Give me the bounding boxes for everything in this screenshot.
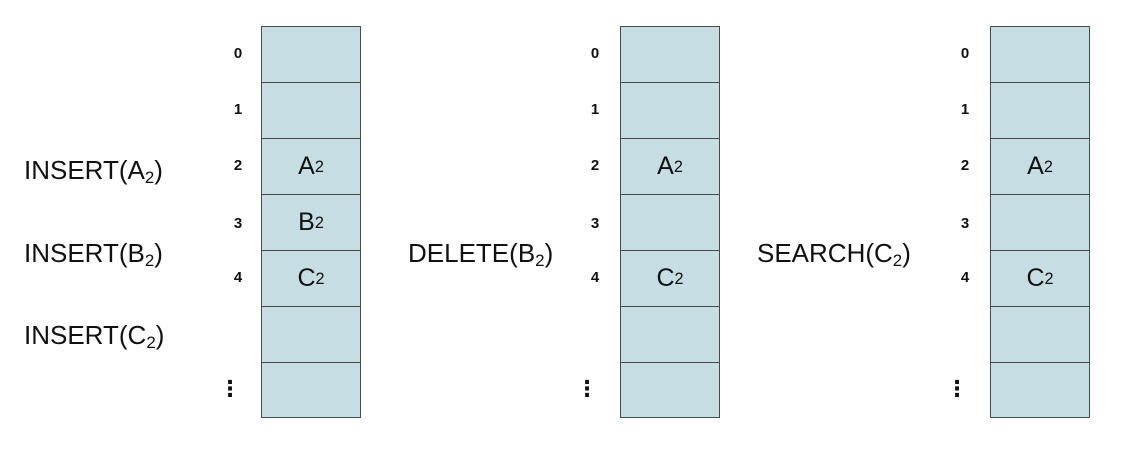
table-cell (991, 307, 1089, 363)
table-cell (991, 83, 1089, 139)
table-cell (621, 195, 719, 251)
table-cell (621, 307, 719, 363)
table-cell (262, 363, 360, 419)
table-cell (262, 83, 360, 139)
index-label: 1 (233, 101, 243, 118)
table-cell (991, 27, 1089, 83)
table-cell (262, 27, 360, 83)
table-cell (991, 363, 1089, 419)
index-label: 1 (960, 101, 970, 118)
index-label: 2 (960, 157, 970, 174)
index-label: 1 (590, 101, 600, 118)
index-label: 0 (960, 45, 970, 62)
table-cell (991, 195, 1089, 251)
op-delete-b2: DELETE(B2) (408, 238, 554, 271)
index-label: 3 (590, 215, 600, 232)
index-label: 2 (233, 157, 243, 174)
index-label: 3 (960, 215, 970, 232)
op-insert-a2: INSERT(A2) (24, 155, 163, 188)
ellipsis-icon: ⋮ (946, 376, 968, 401)
table-cell (262, 307, 360, 363)
table-cell (621, 83, 719, 139)
ellipsis-icon: ⋮ (576, 376, 598, 401)
table-cell (621, 363, 719, 419)
op-insert-c2: INSERT(C2) (24, 320, 165, 353)
op-insert-b2: INSERT(B2) (24, 238, 163, 271)
index-label: 3 (233, 215, 243, 232)
table-cell (621, 27, 719, 83)
ellipsis-icon: ⋮ (219, 376, 241, 401)
index-label: 4 (960, 269, 970, 286)
index-label: 4 (233, 269, 243, 286)
index-label: 2 (590, 157, 600, 174)
op-search-c2: SEARCH(C2) (757, 238, 911, 271)
index-label: 0 (590, 45, 600, 62)
index-label: 4 (590, 269, 600, 286)
index-label: 0 (233, 45, 243, 62)
